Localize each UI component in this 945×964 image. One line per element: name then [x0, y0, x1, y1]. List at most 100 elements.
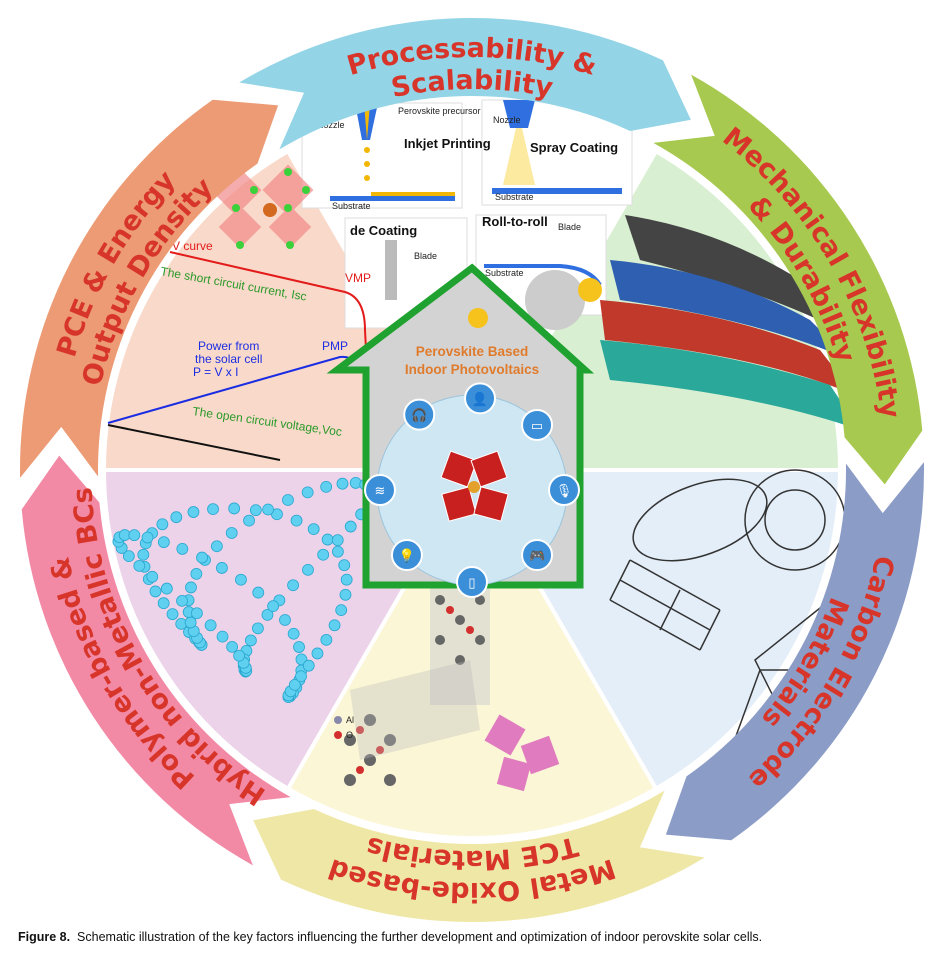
perovskite-crystal: [440, 450, 509, 522]
ring-arrow-pce-energy: [20, 99, 279, 478]
polymer-bead: [187, 506, 200, 518]
polymer-bead: [235, 573, 247, 586]
polymer-bead: [149, 585, 162, 598]
polymer-chain-illustration: [112, 477, 378, 703]
polymer-bead: [317, 548, 330, 561]
polymer-bead: [328, 619, 341, 632]
polymer-bead: [344, 520, 357, 533]
svg-text:🎧: 🎧: [411, 408, 427, 423]
polymer-bead: [216, 562, 228, 574]
ring-label-processability: Scalability: [389, 65, 556, 104]
polymer-bead: [216, 630, 229, 643]
polymer-bead: [185, 581, 197, 594]
polymer-bead: [335, 604, 348, 617]
blade-label: Blade: [414, 251, 437, 261]
polymer-bead: [176, 594, 188, 607]
polymer-bead: [228, 502, 241, 515]
substrate-label: Substrate: [485, 268, 524, 278]
polymer-bead: [191, 607, 203, 620]
polymer-bead: [252, 622, 264, 635]
microphone-icon: 🎙: [548, 474, 580, 506]
center-house: Perovskite Based Indoor Photovoltaics 🎧 👤…: [326, 263, 595, 598]
factors-diagram: Inkjet Printing Nozzle Perovskite precur…: [20, 18, 924, 922]
polymer-bead: [311, 647, 324, 660]
vmp-label: VMP: [345, 271, 371, 285]
power-label: the solar cell: [195, 352, 262, 366]
smartphone-icon: ▯: [456, 566, 488, 598]
nozzle-label: Nozzle: [317, 120, 345, 130]
power-label: Power from: [198, 339, 259, 353]
svg-text:💡: 💡: [399, 548, 415, 563]
spray-label: Spray Coating: [530, 140, 618, 155]
polymer-bead: [157, 597, 170, 610]
polymer-bead: [252, 586, 265, 599]
svg-text:🎙: 🎙: [556, 483, 573, 498]
polymer-bead: [349, 477, 362, 489]
polymer-bead: [332, 545, 344, 558]
polymer-bead: [320, 633, 333, 646]
pmp-label: PMP: [322, 339, 348, 353]
gamepad-icon: 🎮: [521, 539, 554, 572]
polymer-bead: [122, 550, 135, 563]
figure-caption: Figure 8. Schematic illustration of the …: [18, 930, 762, 944]
polymer-bead: [302, 563, 314, 576]
polymer-bead: [170, 511, 183, 524]
polymer-bead: [233, 649, 246, 662]
roll-to-roll-label: Roll-to-roll: [482, 214, 548, 229]
polymer-bead: [287, 627, 300, 640]
polymer-bead: [128, 529, 141, 542]
polymer-bead: [157, 536, 170, 549]
ring-arrow-mechanical-flexibility: [653, 74, 923, 485]
polymer-bead: [133, 559, 146, 572]
polymer-bead: [244, 634, 257, 647]
polymer-bead: [249, 504, 262, 517]
polymer-bead: [287, 579, 299, 592]
polymer-bead: [338, 559, 351, 572]
ring-arrow-carbon-electrode: [665, 462, 924, 841]
wifi-icon: ≋: [364, 474, 396, 506]
polymer-bead: [279, 614, 291, 626]
polymer-bead: [225, 527, 238, 539]
spray-nozzle: [503, 100, 535, 128]
power-formula: P = V x I: [193, 365, 238, 379]
polymer-bead: [210, 540, 223, 553]
polymer-bead: [282, 494, 294, 506]
lightbulb-icon: 💡: [390, 539, 423, 572]
polymer-bead: [301, 486, 314, 499]
center-title: Perovskite Based: [416, 344, 529, 359]
polymer-bead: [166, 608, 179, 621]
polymer-bead: [321, 533, 334, 546]
polymer-bead: [293, 641, 305, 653]
lightbulb-icon: [468, 308, 488, 328]
polymer-bead: [295, 670, 307, 683]
polymer-bead: [267, 600, 280, 613]
polymer-bead: [307, 523, 320, 535]
legend-o: O: [346, 730, 353, 740]
blade-label: Blade: [558, 222, 581, 232]
ring-arrow-processability: [239, 18, 691, 150]
svg-text:👤: 👤: [472, 391, 488, 406]
polymer-bead: [156, 518, 169, 531]
blade-coating-label: de Coating: [350, 223, 417, 238]
polymer-bead: [340, 573, 353, 586]
polymer-bead: [320, 480, 333, 493]
svg-text:≋: ≋: [375, 483, 386, 498]
center-subtitle: Indoor Photovoltaics: [405, 362, 539, 377]
polymer-bead: [262, 503, 274, 516]
polymer-bead: [261, 608, 274, 621]
ring-arrow-polymer-hybrid: [21, 455, 291, 866]
polymer-bead: [176, 542, 189, 555]
polymer-bead: [207, 503, 219, 515]
svg-text:🎮: 🎮: [529, 548, 545, 563]
polymer-bead: [339, 588, 352, 601]
polymer-bead: [302, 659, 315, 672]
svg-text:▭: ▭: [531, 418, 543, 433]
polymer-bead: [196, 551, 208, 564]
lightbulb-icon: [578, 278, 602, 302]
polymer-bead: [331, 534, 344, 547]
svg-text:▯: ▯: [468, 575, 475, 590]
polymer-bead: [141, 531, 154, 544]
substrate-label: Substrate: [332, 201, 371, 211]
monitor-icon: ▭: [521, 408, 554, 441]
inkjet-label: Inkjet Printing: [404, 136, 491, 151]
